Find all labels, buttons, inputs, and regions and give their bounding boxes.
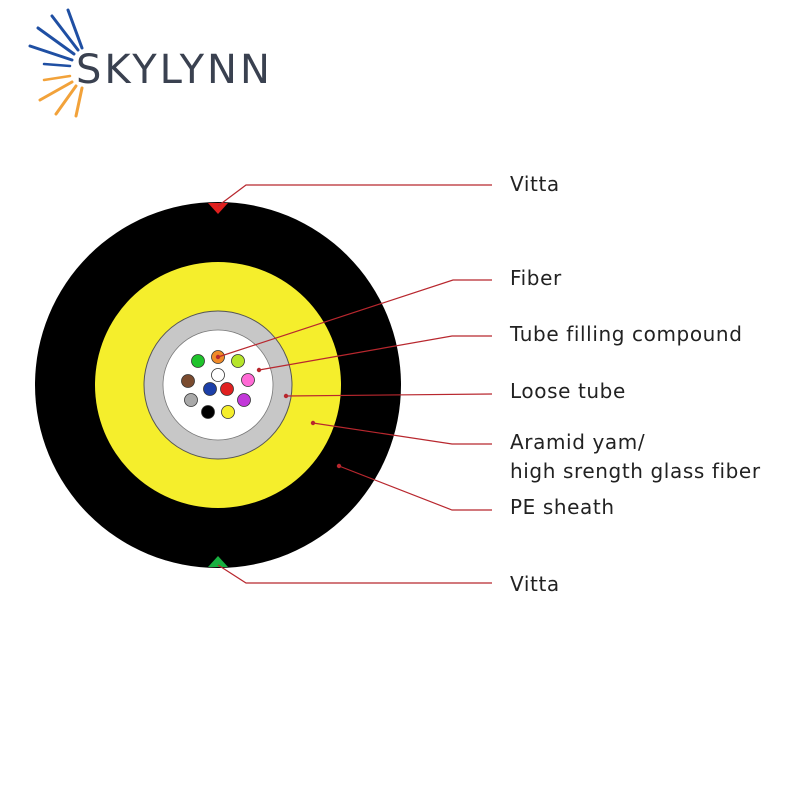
fiber-blue	[203, 382, 217, 396]
label-vitta-top: Vitta	[510, 172, 560, 196]
fiber-red	[220, 382, 234, 396]
leader-lines	[215, 184, 493, 584]
fiber-black	[201, 405, 215, 419]
label-loose-tube: Loose tube	[510, 379, 626, 403]
fiber-yellow	[221, 405, 235, 419]
skylynn-logo: SKYLYNN	[28, 8, 273, 118]
leader-vitta-top	[217, 184, 492, 207]
vitta-top-marker	[208, 203, 228, 214]
fiber-white	[211, 368, 225, 382]
leader-fiber	[217, 279, 492, 358]
leader-tube-filling	[258, 335, 492, 371]
fiber-yellowgreen	[231, 354, 245, 368]
fiber-pink	[241, 373, 255, 387]
fiber-gray	[184, 393, 198, 407]
label-aramid-line1: Aramid yam/	[510, 430, 645, 454]
leader-dot-fiber	[215, 354, 221, 360]
leader-dot-aramid	[310, 420, 316, 426]
label-vitta-bottom: Vitta	[510, 572, 560, 596]
fiber-bundle	[181, 350, 255, 419]
fiber-purple	[237, 393, 251, 407]
leader-pe-sheath	[338, 465, 492, 511]
label-fiber: Fiber	[510, 266, 562, 290]
vitta-bottom-marker	[208, 556, 228, 567]
leader-dot-pe-sheath	[336, 463, 342, 469]
tube-filling-compound	[162, 329, 274, 441]
leader-vitta-bottom	[217, 564, 492, 584]
fiber-green	[191, 354, 205, 368]
label-tube-filling-compound: Tube filling compound	[509, 322, 743, 346]
cable-cross-section	[35, 202, 401, 568]
label-aramid-line2: high srength glass fiber	[510, 459, 761, 483]
component-labels: Vitta Fiber Tube filling compound Loose …	[509, 172, 761, 596]
leader-dot-tube-filling	[256, 367, 262, 373]
brand-name: SKYLYNN	[76, 47, 273, 93]
leader-dot-loose-tube	[283, 393, 289, 399]
leader-loose-tube	[285, 393, 493, 397]
leader-aramid	[312, 422, 492, 445]
fiber-brown	[181, 374, 195, 388]
label-pe-sheath: PE sheath	[510, 495, 615, 519]
logo-rays-icon	[28, 8, 84, 118]
